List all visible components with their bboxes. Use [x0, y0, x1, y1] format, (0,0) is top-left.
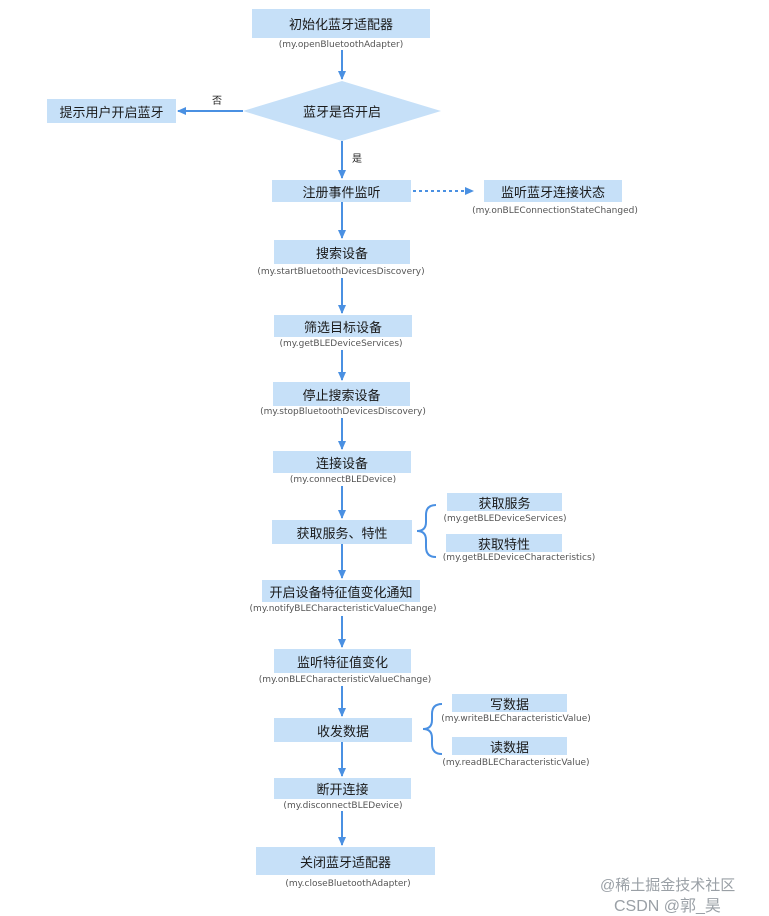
edge-label-yes: 是: [352, 154, 362, 165]
api-get-services-1: (my.getBLEDeviceServices): [279, 339, 403, 349]
api-notify-value-change: (my.notifyBLECharacteristicValueChange): [249, 604, 437, 614]
node-disconnect: 断开连接: [274, 778, 411, 799]
api-open-adapter: (my.openBluetoothAdapter): [278, 40, 404, 50]
api-read-value: (my.readBLECharacteristicValue): [442, 758, 590, 768]
node-prompt-user: 提示用户开启蓝牙: [47, 99, 176, 123]
api-stop-discovery: (my.stopBluetoothDevicesDiscovery): [260, 407, 426, 417]
node-get-services: 获取服务: [447, 493, 562, 512]
api-get-characteristics: (my.getBLEDeviceCharacteristics): [442, 553, 596, 563]
edge-label-no: 否: [212, 96, 222, 107]
api-on-char-value-change: (my.onBLECharacteristicValueChange): [258, 675, 432, 685]
watermark-juejin: @稀土掘金技术社区: [600, 877, 736, 894]
node-listen-char-change: 监听特征值变化: [274, 649, 411, 673]
node-transceive-data: 收发数据: [274, 718, 412, 742]
brace-get-services-chars: [416, 504, 437, 558]
node-write-data: 写数据: [452, 694, 567, 713]
node-enable-notify: 开启设备特征值变化通知: [262, 580, 420, 602]
api-start-discovery: (my.startBluetoothDevicesDiscovery): [257, 267, 425, 277]
node-get-svc-char: 获取服务、特性: [272, 520, 412, 544]
node-connect-device: 连接设备: [273, 451, 411, 473]
node-filter-target: 筛选目标设备: [274, 315, 412, 337]
node-register-listener: 注册事件监听: [272, 180, 411, 202]
api-close-adapter: (my.closeBluetoothAdapter): [285, 879, 411, 889]
watermark-csdn: CSDN @郭_昊: [614, 898, 721, 915]
node-read-data: 读数据: [452, 737, 567, 756]
node-init-adapter: 初始化蓝牙适配器: [252, 9, 430, 38]
api-on-conn-state-changed: (my.onBLEConnectionStateChanged): [472, 206, 638, 216]
api-get-services-2: (my.getBLEDeviceServices): [443, 514, 567, 524]
bt-check-diamond: [243, 81, 441, 141]
api-disconnect-device: (my.disconnectBLEDevice): [283, 801, 403, 811]
node-close-adapter: 关闭蓝牙适配器: [256, 847, 435, 875]
brace-read-write: [422, 703, 443, 755]
node-bt-check-label: 蓝牙是否开启: [302, 105, 382, 121]
node-listen-conn-state: 监听蓝牙连接状态: [484, 180, 622, 202]
node-stop-search: 停止搜索设备: [273, 382, 410, 406]
node-get-characteristics: 获取特性: [446, 534, 562, 553]
api-write-value: (my.writeBLECharacteristicValue): [441, 714, 591, 724]
node-search-devices: 搜索设备: [274, 240, 410, 264]
api-connect-device: (my.connectBLEDevice): [289, 475, 397, 485]
